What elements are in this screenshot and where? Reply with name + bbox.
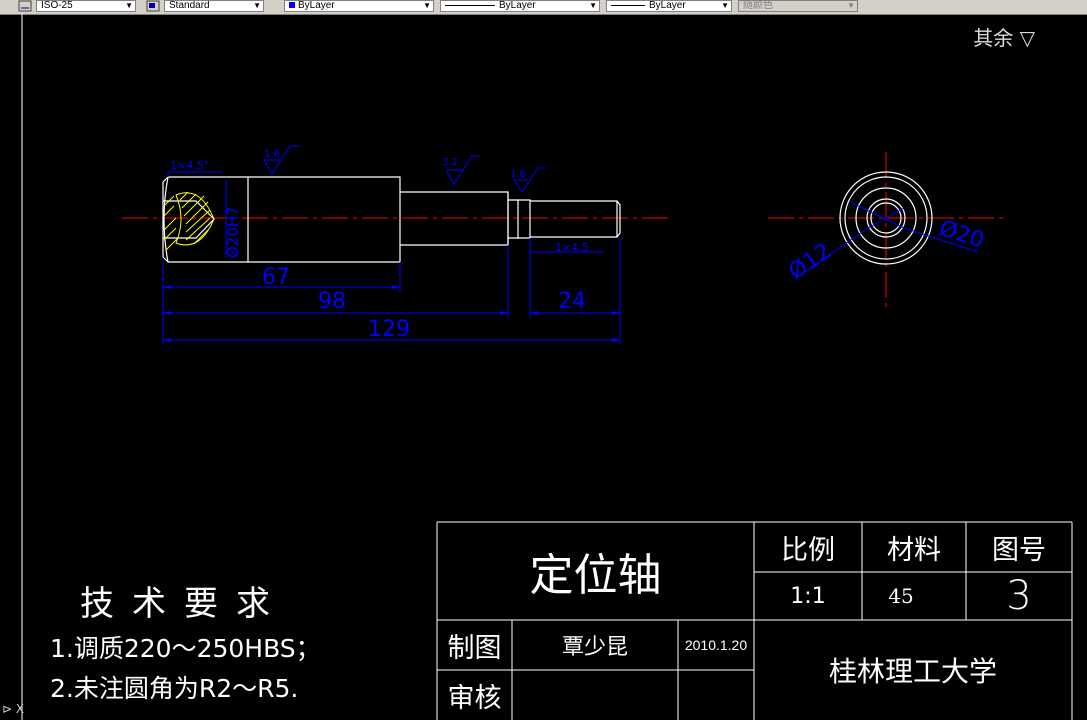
scale-value: 1:1 xyxy=(790,583,826,609)
linetype-swatch-icon xyxy=(445,4,495,6)
chevron-down-icon: ▼ xyxy=(125,1,133,10)
drawing-svg: 67 98 24 129 1×4.5° 1×4.5 Ø20H7 1.6 3.2 … xyxy=(21,14,1073,720)
drawn-date: 2010.1.20 xyxy=(684,637,748,653)
checked-label: 审核 xyxy=(447,682,502,714)
part-name: 定位轴 xyxy=(529,550,662,601)
material-label: 材料 xyxy=(887,534,941,566)
dim-129: 129 xyxy=(368,317,410,342)
tech-req-item-1: 1.调质220～250HBS； xyxy=(50,634,321,663)
lineweight-value: ByLayer xyxy=(649,0,686,11)
chevron-down-icon: ▼ xyxy=(589,1,597,10)
material-value: 45 xyxy=(888,584,914,608)
roughness-3: 1.6 xyxy=(510,169,526,180)
roughness-note: 其余 ▽ xyxy=(973,26,1035,50)
side-view-dims xyxy=(795,201,979,279)
lineweight-select[interactable]: ByLayer ▼ xyxy=(606,0,732,12)
tech-req-item-2: 2.未注圆角为R2～R5. xyxy=(50,674,299,703)
chamfer-label: 1×4.5° xyxy=(170,159,209,172)
dim-67: 67 xyxy=(262,265,290,290)
textstyle-select[interactable]: Standard ▼ xyxy=(164,0,264,12)
side-dim-d12: Ø12 xyxy=(784,239,836,285)
ucs-icon: ⊳ X xyxy=(2,702,25,716)
linetype-select[interactable]: ByLayer ▼ xyxy=(440,0,600,12)
drawing-canvas[interactable]: 其余 ▽ xyxy=(0,14,1087,720)
drawing-no-label: 图号 xyxy=(992,534,1046,566)
tech-req-title: 技术要求 xyxy=(80,584,288,624)
dim-24: 24 xyxy=(558,289,586,314)
drawn-by: 覃少昆 xyxy=(561,635,628,660)
dimension-lines xyxy=(162,171,621,345)
dim-98: 98 xyxy=(318,289,346,314)
title-block-grid xyxy=(436,521,1073,720)
section-hatch xyxy=(163,191,215,251)
chevron-down-icon: ▼ xyxy=(721,1,729,10)
dimstyle-select[interactable]: ISO-25 ▼ xyxy=(36,0,136,12)
school-name: 桂林理工大学 xyxy=(828,655,997,688)
roughness-2: 3.2 xyxy=(442,157,458,168)
scale-label: 比例 xyxy=(781,534,835,566)
color-value: ByLayer xyxy=(298,0,335,11)
lineweight-swatch-icon xyxy=(611,4,645,6)
thread-label: 1×4.5 xyxy=(555,241,589,254)
linetype-value: ByLayer xyxy=(499,0,536,11)
textstyle-icon[interactable] xyxy=(146,0,160,12)
chevron-down-icon: ▼ xyxy=(423,1,431,10)
plotstyle-value: 随颜色 xyxy=(743,0,773,11)
color-select[interactable]: ByLayer ▼ xyxy=(284,0,434,12)
side-dim-d20: Ø20 xyxy=(936,216,987,254)
dimension-texts: 67 98 24 129 1×4.5° 1×4.5 Ø20H7 xyxy=(170,159,589,342)
drawn-label: 制图 xyxy=(447,632,502,664)
roughness-symbols xyxy=(263,145,546,193)
color-swatch-icon xyxy=(289,2,295,9)
chevron-down-icon: ▼ xyxy=(253,1,261,10)
dimstyle-icon[interactable] xyxy=(18,0,32,12)
plotstyle-select[interactable]: 随颜色 ▼ xyxy=(738,0,858,12)
textstyle-value: Standard xyxy=(169,0,210,11)
drawing-no-value: 3 xyxy=(1006,573,1032,619)
roughness-1: 1.6 xyxy=(264,149,280,160)
roughness-values: 1.6 3.2 1.6 xyxy=(264,149,526,180)
dimstyle-value: ISO-25 xyxy=(41,0,73,11)
chevron-down-icon: ▼ xyxy=(847,1,855,10)
technical-requirements: 技术要求 1.调质220～250HBS； 2.未注圆角为R2～R5. xyxy=(50,576,321,705)
dimension-arrows xyxy=(163,285,620,342)
properties-toolbar: ISO-25 ▼ Standard ▼ ByLayer ▼ ByLayer ▼ ByLa… xyxy=(0,0,1087,15)
bore-dim-label: Ø20H7 xyxy=(224,206,242,258)
side-view-circles xyxy=(839,171,933,265)
